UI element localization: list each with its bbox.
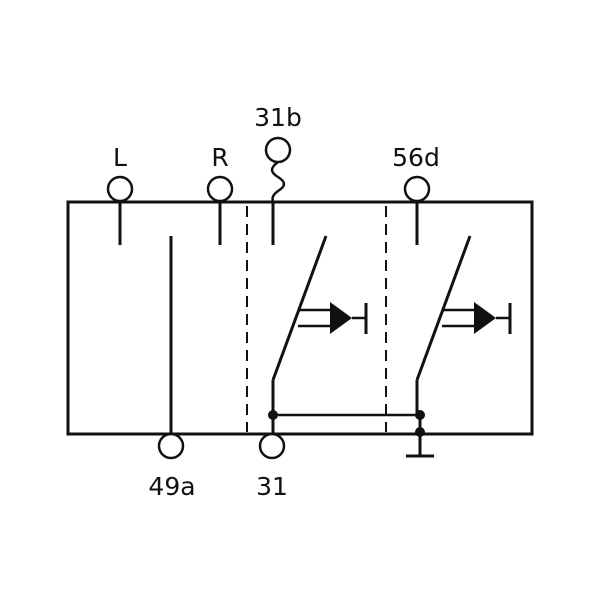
terminal-49a [157, 432, 185, 460]
label-49a: 49a [148, 472, 195, 501]
label-56d: 56d [392, 143, 440, 172]
switch-2-actuator-arrow [442, 302, 512, 334]
terminal-31b-wavy-lead [270, 161, 286, 205]
terminal-31 [258, 432, 286, 460]
switch-housing [66, 200, 534, 436]
terminal-R [206, 175, 234, 203]
terminal-31b [264, 136, 292, 164]
junction-31 [268, 410, 278, 420]
label-31b: 31b [254, 103, 302, 132]
switch-1-lever [271, 235, 328, 381]
label-L: L [113, 143, 127, 172]
label-R: R [211, 143, 228, 172]
switch-1-actuator-arrow [298, 302, 368, 334]
junction-56d-lower [415, 427, 425, 437]
terminal-L [106, 175, 134, 203]
terminal-56d [403, 175, 431, 203]
label-31: 31 [256, 472, 288, 501]
switch-2-lever [415, 235, 472, 381]
